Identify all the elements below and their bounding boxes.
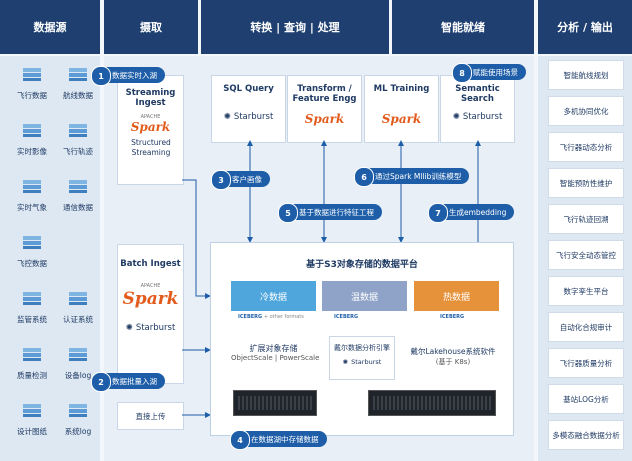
batch-ingest-title: Batch Ingest xyxy=(120,259,181,269)
header-analytics: 分析 / 输出 xyxy=(538,0,632,54)
lakehouse-sub: (基于 K8s) xyxy=(435,358,471,366)
tool-title: SQL Query xyxy=(223,84,274,94)
iceberg-logo: ICEBERG + other formats xyxy=(238,314,304,320)
tool-title: ML Training xyxy=(373,84,430,94)
starburst-logo: ✺Starburst xyxy=(342,358,382,366)
output-item: 数字孪生平台 xyxy=(548,276,624,306)
object-storage-sub: ObjectScale | PowerScale xyxy=(231,354,320,362)
batch-ingest-card: Batch Ingest APACHE Spark ✺Starburst xyxy=(117,244,184,384)
starburst-logo: ✺Starburst xyxy=(125,323,176,333)
output-item: 飞行轨迹回溯 xyxy=(548,204,624,234)
output-item: 智能预防性维护 xyxy=(548,168,624,198)
source-label: 实时影像 xyxy=(17,147,47,156)
object-storage-label: 扩展对象存储 xyxy=(249,344,298,353)
database-icon xyxy=(68,290,88,306)
database-icon xyxy=(22,122,42,138)
output-item: 基站LOG分析 xyxy=(548,384,624,414)
cold-data-tier: 冷数据 xyxy=(231,281,316,311)
database-icon xyxy=(68,402,88,418)
direct-upload-label: 直接上传 xyxy=(135,411,166,421)
database-icon xyxy=(22,234,42,250)
database-icon xyxy=(68,66,88,82)
database-icon xyxy=(22,402,42,418)
hot-data-tier: 热数据 xyxy=(414,281,499,311)
source-label: 航线数据 xyxy=(63,91,93,100)
header-ingest: 摄取 xyxy=(104,0,198,54)
starburst-icon: ✺ xyxy=(342,358,349,366)
spark-logo: Spark xyxy=(130,120,171,134)
tool-logo: Spark xyxy=(381,112,422,126)
server-image xyxy=(233,390,317,416)
output-item: 飞行安全动态管控 xyxy=(548,240,624,270)
spark-logo: Spark xyxy=(122,289,179,309)
source-label: 设备log xyxy=(64,371,92,380)
source-label: 质量检测 xyxy=(17,371,47,380)
lakehouse-label: 戴尔Lakehouse系统软件 xyxy=(410,347,496,356)
source-label: 飞行轨迹 xyxy=(63,147,93,156)
platform-title: 基于S3对象存储的数据平台 xyxy=(306,260,418,270)
database-icon xyxy=(22,178,42,194)
tool-title: Semantic Search xyxy=(455,84,500,104)
spark-apache-label: APACHE xyxy=(140,114,161,120)
database-icon xyxy=(68,178,88,194)
tool-logo: ✺Starburst xyxy=(223,112,274,122)
streaming-ingest-title: Streaming Ingest xyxy=(125,88,176,108)
output-item: 智能航线规划 xyxy=(548,60,624,90)
database-icon xyxy=(22,290,42,306)
tool-logo: Spark xyxy=(304,112,345,126)
starburst-icon: ✺ xyxy=(125,323,133,333)
spark-apache-label: APACHE xyxy=(140,283,161,289)
starburst-icon: ✺ xyxy=(452,112,460,122)
output-item: 多模态融合数据分析 xyxy=(548,420,624,450)
source-label: 飞控数据 xyxy=(17,259,47,268)
header-sources: 数据源 xyxy=(0,0,100,54)
output-item: 多机协同优化 xyxy=(548,96,624,126)
source-label: 实时气象 xyxy=(17,203,47,212)
output-item: 飞行器动态分析 xyxy=(548,132,624,162)
warm-data-tier: 温数据 xyxy=(322,281,407,311)
database-icon xyxy=(68,346,88,362)
sources-panel xyxy=(0,56,100,461)
iceberg-logo: ICEBERG xyxy=(334,314,359,320)
source-label: 飞行数据 xyxy=(17,91,47,100)
tool-card: Semantic Search ✺Starburst xyxy=(440,75,515,143)
database-icon xyxy=(68,122,88,138)
header-intelligence: 智能就绪 xyxy=(392,0,534,54)
tool-title: Transform / Feature Engg xyxy=(292,84,357,104)
source-label: 通信数据 xyxy=(63,203,93,212)
source-label: 设计图纸 xyxy=(17,427,47,436)
tool-card: SQL Query ✺Starburst xyxy=(211,75,286,143)
output-item: 自动化合规审计 xyxy=(548,312,624,342)
tool-logo: ✺Starburst xyxy=(452,112,503,122)
iceberg-logo: ICEBERG xyxy=(440,314,465,320)
starburst-icon: ✺ xyxy=(223,112,231,122)
source-label: 认证系统 xyxy=(63,315,93,324)
server-image xyxy=(368,390,496,416)
header-transform: 转换 | 查询 | 处理 xyxy=(201,0,389,54)
database-icon xyxy=(22,66,42,82)
source-label: 系统log xyxy=(64,427,92,436)
direct-upload-card: 直接上传 xyxy=(117,402,184,430)
analytics-engine-card: 戴尔数据分析引擎 ✺Starburst xyxy=(329,336,395,380)
streaming-ingest-sub: Structured Streaming xyxy=(131,138,171,157)
analytics-engine-label: 戴尔数据分析引擎 xyxy=(334,344,390,352)
source-label: 监管系统 xyxy=(17,315,47,324)
streaming-ingest-card: Streaming Ingest APACHE Spark Structured… xyxy=(117,75,184,185)
output-item: 飞行器质量分析 xyxy=(548,348,624,378)
database-icon xyxy=(22,346,42,362)
